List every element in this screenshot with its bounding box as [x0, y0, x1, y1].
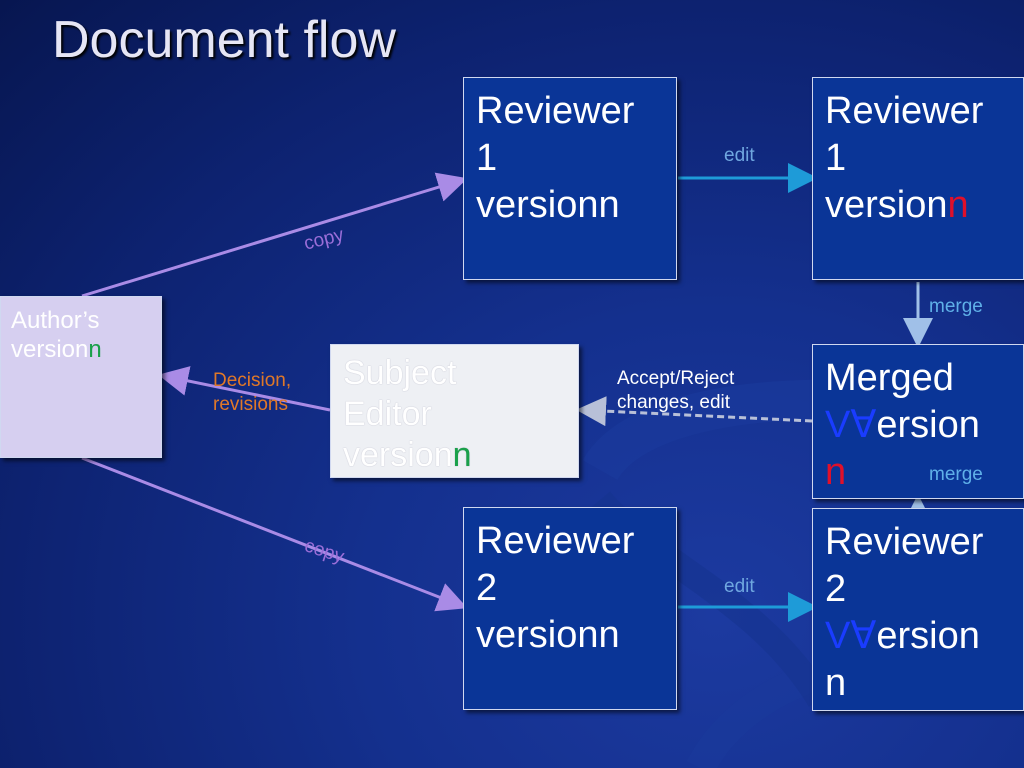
accept-label-line2: changes, edit — [617, 392, 731, 413]
reviewer2-edited-forall: ∀ — [850, 615, 877, 657]
reviewer2-line1: Reviewer — [476, 520, 635, 562]
copy-arrow-bottom — [81, 456, 468, 612]
accept-reject-label: Accept/Reject changes, edit — [617, 367, 734, 415]
reviewer1-edited-line2: 1 — [825, 137, 847, 179]
reviewer2-edited-box: Reviewer 2 V∀ersion n — [812, 508, 1024, 711]
copy-arrow-top — [81, 172, 468, 298]
reviewer1-edited-n: n — [947, 184, 969, 226]
reviewer1-edited-line3: version — [825, 184, 948, 226]
reviewer1-edited-line1: Reviewer — [825, 90, 984, 132]
editor-n: n — [452, 436, 472, 474]
accept-label-line1: Accept/Reject — [617, 368, 735, 389]
page-title: Document flow — [52, 11, 396, 69]
merge-label-bottom: merge — [929, 464, 983, 485]
editor-line3: version — [343, 436, 453, 474]
merged-n: n — [825, 451, 847, 493]
reviewer2-edited-line2: 2 — [825, 568, 847, 610]
merged-forall: ∀ — [850, 404, 877, 446]
merged-v: V — [825, 404, 851, 446]
merge-label-top: merge — [929, 296, 983, 317]
edit-label-bottom: edit — [724, 576, 755, 597]
author-version-box: Author’s versionn — [0, 296, 162, 458]
reviewer1-line2: 1 — [476, 137, 498, 179]
author-n: n — [88, 336, 102, 363]
reviewer1-edited-box: Reviewer 1 versionn — [812, 77, 1024, 280]
reviewer2-line3: versionn — [476, 614, 620, 656]
reviewer1-line1: Reviewer — [476, 90, 635, 132]
decision-label: Decision, revisions — [213, 369, 291, 417]
author-line2: version — [11, 336, 89, 363]
merged-line2: ersion — [876, 404, 980, 446]
merged-version-box: Merged V∀ersion n — [812, 344, 1024, 499]
reviewer2-line2: 2 — [476, 567, 498, 609]
reviewer1-line3: versionn — [476, 184, 620, 226]
decision-label-line2: revisions — [213, 394, 288, 415]
reviewer2-edited-line4: n — [825, 662, 847, 704]
reviewer2-edited-v: V — [825, 615, 851, 657]
decision-arrow — [158, 366, 331, 412]
reviewer2-edited-line3: ersion — [876, 615, 980, 657]
merged-line1: Merged — [825, 357, 954, 399]
editor-line1: Subject — [343, 354, 457, 392]
edit-label-top: edit — [724, 145, 755, 166]
author-line1: Author’s — [11, 307, 100, 334]
reviewer1-version-box: Reviewer 1 versionn — [463, 77, 677, 280]
decision-label-line1: Decision, — [213, 370, 292, 391]
accept-reject-arrow — [576, 396, 813, 427]
reviewer2-edited-line1: Reviewer — [825, 521, 984, 563]
reviewer2-version-box: Reviewer 2 versionn — [463, 507, 677, 710]
editor-line2: Editor — [343, 395, 432, 433]
subject-editor-box: Subject Editor versionn — [330, 344, 579, 478]
